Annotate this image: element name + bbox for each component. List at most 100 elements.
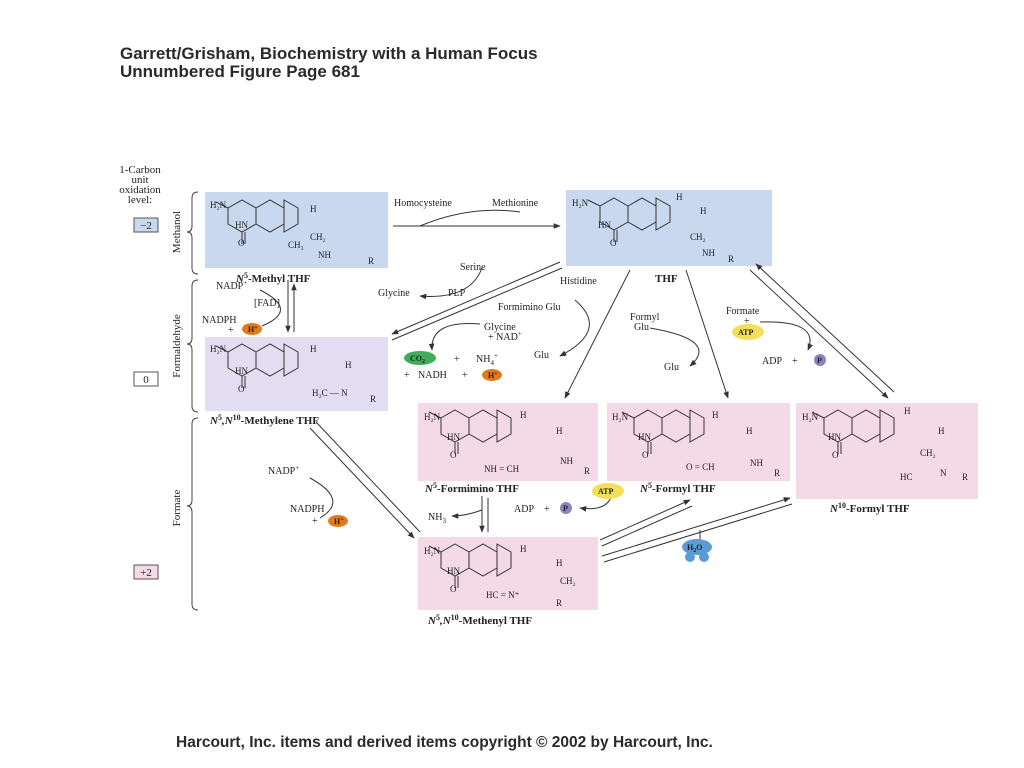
svg-text:unit: unit <box>131 174 148 186</box>
svg-text:H+: H+ <box>334 517 344 526</box>
svg-text:H: H <box>676 192 683 202</box>
h-plus-bubble-1: H+ <box>242 323 262 335</box>
svg-text:O = CH: O = CH <box>686 462 715 472</box>
svg-text:H₂N: H₂N <box>802 412 819 422</box>
svg-text:H₂N: H₂N <box>210 344 227 354</box>
label-n5-n10-methylene-thf: N5,N10-Methylene THF <box>209 413 319 427</box>
svg-text:H2O: H2O <box>687 543 702 554</box>
svg-text:H: H <box>310 344 317 354</box>
label-n5-methyl-thf: N5-Methyl THF <box>235 271 311 285</box>
svg-text:H₂C — N: H₂C — N <box>312 388 348 398</box>
reagent-nadp-plus-1: NADP+ <box>216 279 247 292</box>
reagent-nadh: NADH <box>418 370 447 381</box>
oxidation-level-heading: 1-Carbon unit oxidation level: <box>119 164 161 206</box>
reagent-plus-8: + <box>544 504 550 515</box>
svg-text:H₂N: H₂N <box>424 412 441 422</box>
level-name-methanol: Methanol <box>171 211 183 253</box>
svg-text:HN: HN <box>235 220 248 230</box>
p-bubble-1: P <box>814 354 826 366</box>
svg-text:H: H <box>746 426 753 436</box>
reagent-formyl-glu-1: Formyl <box>630 312 660 323</box>
svg-text:1-Carbon: 1-Carbon <box>119 164 161 176</box>
reagent-formimino-glu: Formimino Glu <box>498 302 561 313</box>
reagent-homocysteine: Homocysteine <box>394 198 452 209</box>
reagent-formyl-glu-2: Glu <box>634 322 649 333</box>
svg-text:R: R <box>962 472 968 482</box>
svg-text:H₂N: H₂N <box>572 198 589 208</box>
svg-text:HC = N⁺: HC = N⁺ <box>486 590 520 600</box>
svg-text:H: H <box>556 558 563 568</box>
reagent-serine: Serine <box>460 262 486 273</box>
svg-text:H: H <box>712 410 719 420</box>
reagent-nadph-2: NADPH <box>290 504 324 515</box>
svg-text:R: R <box>556 598 562 608</box>
svg-text:O: O <box>610 238 617 248</box>
svg-text:H: H <box>310 204 317 214</box>
reagent-nh4: NH4+ <box>476 352 498 367</box>
level-name-formaldehyde: Formaldehyde <box>171 314 183 378</box>
reagent-histidine: Histidine <box>560 276 597 287</box>
label-n10-formyl-thf: N10-Formyl THF <box>829 501 910 515</box>
svg-text:HN: HN <box>828 432 841 442</box>
reagent-plus-2: + <box>454 354 460 365</box>
svg-text:HN: HN <box>447 432 460 442</box>
reagent-glu-1: Glu <box>534 350 549 361</box>
level-value-methanol: −2 <box>133 217 159 233</box>
svg-text:NH: NH <box>702 248 715 258</box>
svg-text:H: H <box>345 360 352 370</box>
reagent-labels: Homocysteine Methionine Serine Glycine P… <box>202 198 798 527</box>
svg-text:O: O <box>642 450 649 460</box>
label-thf: THF <box>655 273 678 285</box>
svg-text:HN: HN <box>598 220 611 230</box>
reagent-adp-1: ADP <box>762 356 782 367</box>
reagent-nh3: NH3 <box>428 512 446 525</box>
svg-text:H₂N: H₂N <box>210 200 227 210</box>
svg-text:H+: H+ <box>248 325 258 334</box>
svg-text:CH₂: CH₂ <box>920 448 936 458</box>
svg-text:H: H <box>938 426 945 436</box>
reagent-nad-plus: + NAD+ <box>488 330 522 343</box>
svg-text:oxidation: oxidation <box>119 184 161 196</box>
svg-text:H: H <box>556 426 563 436</box>
svg-text:R: R <box>774 468 780 478</box>
h2o-bubble: H2O <box>682 539 712 562</box>
h-plus-bubble-2: H+ <box>482 369 502 381</box>
atp-bubble-2: ATP <box>592 483 624 499</box>
reagent-glycine-2: Glycine <box>484 322 516 333</box>
svg-text:H₂N: H₂N <box>612 412 629 422</box>
svg-text:−2: −2 <box>140 220 152 232</box>
reagent-nadph-1: NADPH <box>202 315 236 326</box>
reagent-nadp-plus-2: NADP+ <box>268 464 299 477</box>
box-n5-methyl-thf <box>205 192 388 268</box>
svg-text:NH = CH: NH = CH <box>484 464 520 474</box>
svg-text:CH₂: CH₂ <box>560 576 576 586</box>
label-n5-formyl-thf: N5-Formyl THF <box>639 481 716 495</box>
reagent-plus-1: + <box>228 325 234 336</box>
svg-text:CO2: CO2 <box>410 354 425 365</box>
svg-text:HN: HN <box>447 566 460 576</box>
reagent-methionine: Methionine <box>492 198 539 209</box>
co2-bubble: CO2 <box>404 351 436 365</box>
svg-text:H+: H+ <box>488 371 498 380</box>
box-n10-formyl-thf <box>796 403 978 499</box>
svg-text:O: O <box>450 584 457 594</box>
svg-text:CH₃: CH₃ <box>288 240 304 250</box>
level-value-formaldehyde: 0 <box>133 371 159 387</box>
svg-text:NH: NH <box>750 458 763 468</box>
svg-text:ATP: ATP <box>598 487 614 496</box>
svg-text:R: R <box>728 254 734 264</box>
reagent-plus-5: + <box>744 316 750 327</box>
box-n5-n10-methenyl-thf <box>418 537 598 610</box>
svg-text:O: O <box>238 384 245 394</box>
svg-text:+2: +2 <box>140 567 152 579</box>
svg-text:level:: level: <box>128 194 152 206</box>
svg-text:P: P <box>817 356 822 365</box>
figure-source-title: Garrett/Grisham, Biochemistry with a Hum… <box>120 44 538 63</box>
svg-text:H: H <box>904 406 911 416</box>
reagent-plus-6: + <box>792 356 798 367</box>
svg-text:R: R <box>370 394 376 404</box>
